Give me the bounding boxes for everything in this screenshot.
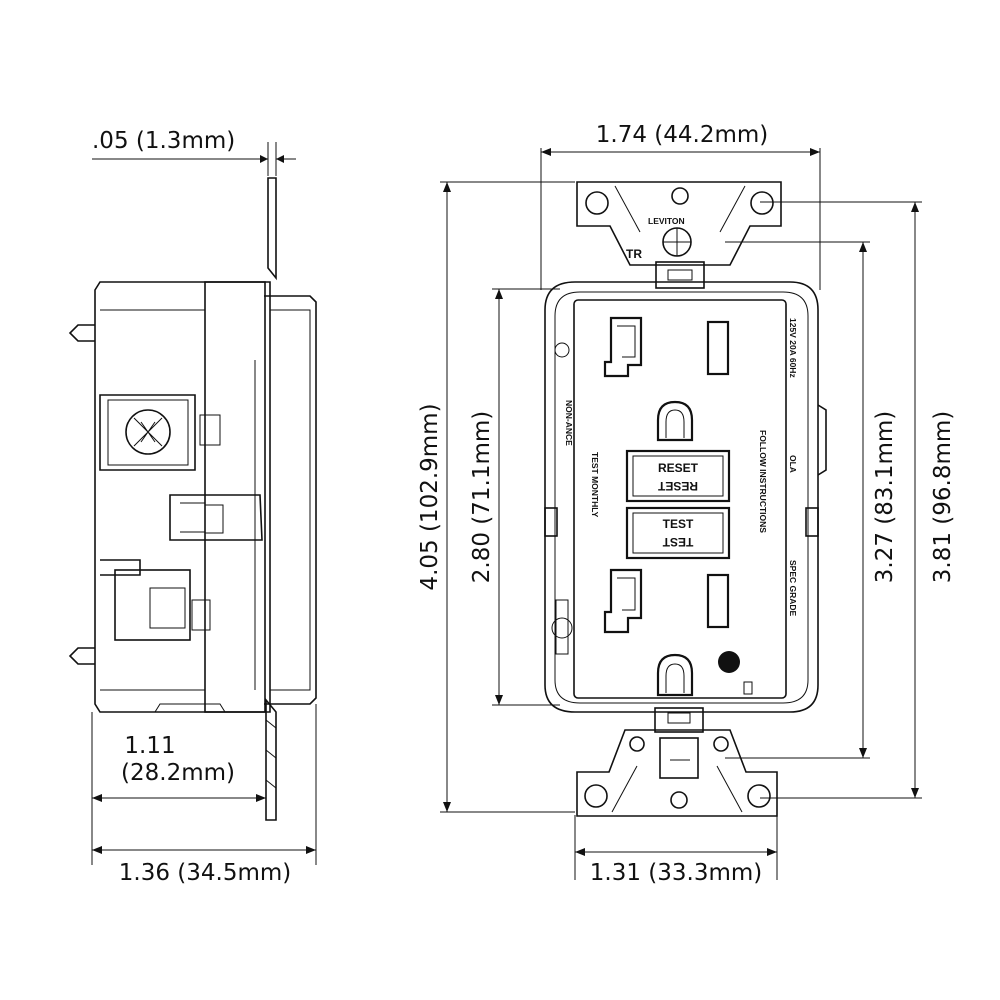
svg-text:125V 20A 60Hz: 125V 20A 60Hz — [788, 318, 798, 378]
svg-text:TEST MONTHLY: TEST MONTHLY — [590, 452, 600, 518]
test-button[interactable]: TEST TEST — [625, 506, 731, 560]
reset-button[interactable]: RESET RESET — [625, 449, 731, 503]
dim-depth-behind-plate: 1.11 (28.2mm) — [91, 712, 266, 865]
svg-text:1.31 (33.3mm): 1.31 (33.3mm) — [590, 860, 763, 886]
svg-text:2.80 (71.1mm): 2.80 (71.1mm) — [469, 411, 495, 584]
top-mounting-ear: LEVITON TR — [576, 181, 782, 289]
svg-text:TEST: TEST — [663, 517, 694, 531]
dim-body-height: 3.27 (83.1mm) — [725, 241, 898, 759]
svg-text:1.36 (34.5mm): 1.36 (34.5mm) — [119, 860, 292, 886]
svg-text:1.11: 1.11 — [124, 733, 175, 759]
svg-text:3.81 (96.8mm): 3.81 (96.8mm) — [930, 411, 956, 584]
svg-text:RESET: RESET — [658, 461, 699, 475]
svg-text:.05 (1.3mm): .05 (1.3mm) — [92, 128, 235, 154]
svg-text:RESET: RESET — [657, 479, 698, 493]
svg-text:SPEC GRADE: SPEC GRADE — [788, 560, 798, 617]
dim-body-width: 1.31 (33.3mm) — [574, 815, 778, 886]
side-view: .05 (1.3mm) — [68, 128, 317, 886]
dim-face-height: 2.80 (71.1mm) — [469, 288, 560, 706]
svg-text:4.05 (102.9mm): 4.05 (102.9mm) — [417, 403, 443, 590]
svg-text:1.74 (44.2mm): 1.74 (44.2mm) — [596, 122, 769, 148]
bottom-mounting-ear — [576, 707, 778, 817]
svg-text:3.27 (83.1mm): 3.27 (83.1mm) — [872, 411, 898, 584]
dim-mount-spacing: 3.81 (96.8mm) — [760, 201, 956, 799]
dim-overall-depth: 1.36 (34.5mm) — [92, 704, 317, 886]
bottom-outlet — [603, 568, 753, 697]
upper-terminal-screw — [99, 394, 221, 471]
dim-plate-thickness: .05 (1.3mm) — [92, 128, 296, 176]
front-view: 1.74 (44.2mm) 4.05 (102.9mm) 2.80 (71.1m… — [417, 122, 956, 886]
lower-terminal — [100, 559, 211, 641]
svg-text:(28.2mm): (28.2mm) — [121, 760, 235, 786]
svg-text:TEST: TEST — [662, 535, 693, 549]
receptacle-body — [544, 281, 827, 713]
svg-text:NON-ANCE: NON-ANCE — [564, 400, 574, 446]
face-markings: 125V 20A 60Hz OLA SPEC GRADE FOLLOW INST… — [551, 318, 798, 655]
svg-text:FOLLOW INSTRUCTIONS: FOLLOW INSTRUCTIONS — [758, 430, 768, 533]
svg-text:LEVITON: LEVITON — [648, 216, 685, 226]
top-outlet — [603, 316, 730, 442]
svg-text:TR: TR — [626, 247, 642, 261]
dim-overall-height: 4.05 (102.9mm) — [417, 181, 575, 813]
dim-overall-width: 1.74 (44.2mm) — [540, 122, 821, 290]
svg-text:OLA: OLA — [788, 455, 798, 473]
